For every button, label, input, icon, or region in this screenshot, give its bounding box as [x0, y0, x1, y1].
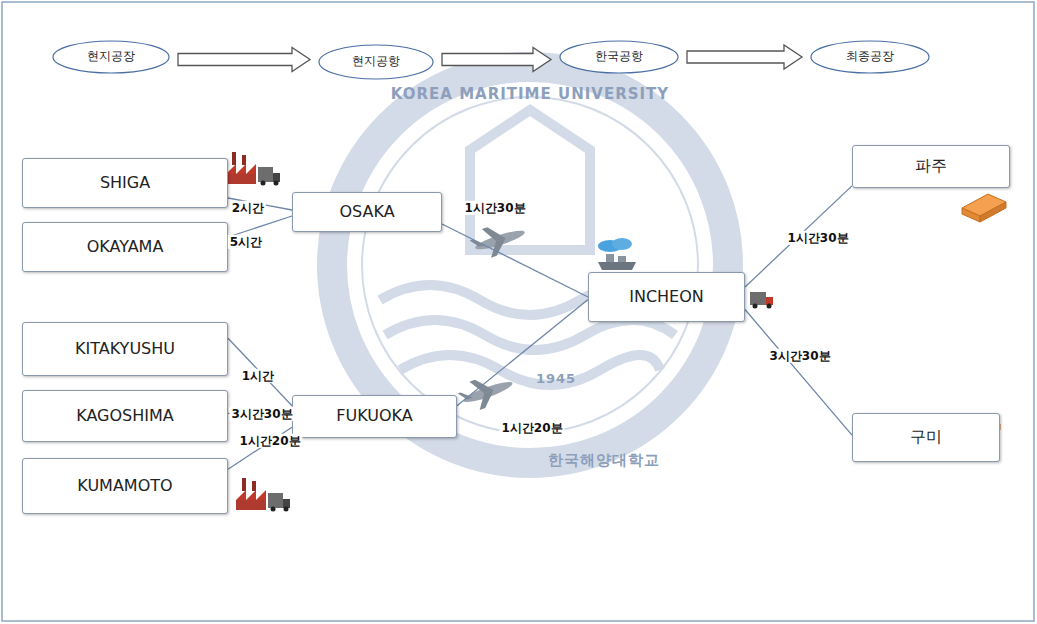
- time-label: 1시간: [240, 369, 276, 383]
- node-text: FUKUOKA: [336, 407, 412, 425]
- truck-icon: [750, 292, 773, 309]
- node-text: OSAKA: [339, 203, 394, 221]
- stage-ellipse: 현지공장: [52, 40, 170, 74]
- stage-ellipse: 한국공항: [559, 40, 679, 74]
- node-text: 현지공장: [87, 50, 135, 64]
- time-label: 5시간: [228, 235, 264, 249]
- watermark-text: KOREA MARITIME UNIVERSITY: [391, 85, 669, 103]
- route-line: [457, 300, 588, 406]
- ellipse-outline: [319, 45, 433, 79]
- stage-ellipse: 현지공항: [318, 44, 434, 80]
- route-line: [442, 224, 588, 297]
- node-text: 최종공장: [846, 50, 894, 64]
- factory-icon: [226, 152, 280, 186]
- location-box: SHIGA: [22, 158, 228, 208]
- node-text: KAGOSHIMA: [76, 407, 174, 425]
- flow-arrow: [687, 45, 802, 69]
- time-label: 3시간30분: [767, 349, 832, 363]
- time-label: 1시간20분: [237, 434, 302, 448]
- watermark-text: 1945: [536, 371, 576, 386]
- route-line: [745, 310, 852, 436]
- location-box: KITAKYUSHU: [22, 322, 228, 376]
- ellipse-outline: [53, 41, 169, 73]
- time-label: 3시간30분: [229, 407, 294, 421]
- location-box: OKAYAMA: [22, 222, 228, 272]
- flow-arrow: [442, 48, 551, 72]
- node-text: 현지공항: [352, 55, 400, 69]
- route-line: [228, 338, 292, 406]
- location-box: INCHEON: [588, 272, 745, 322]
- node-text: KUMAMOTO: [77, 477, 172, 495]
- ellipse-outline: [811, 41, 929, 73]
- box-icon: [962, 194, 1006, 222]
- time-label: 1시간30분: [462, 201, 527, 215]
- time-label: 1시간20분: [499, 421, 564, 435]
- airplane-icon: [455, 368, 517, 415]
- route-line: [745, 186, 852, 287]
- location-box: 파주: [852, 145, 1010, 188]
- location-box: KAGOSHIMA: [22, 390, 228, 442]
- port-icon: [598, 238, 636, 270]
- node-text: KITAKYUSHU: [75, 340, 175, 358]
- node-text: 한국공항: [595, 50, 643, 64]
- ellipse-outline: [560, 41, 678, 73]
- node-text: 구미: [910, 428, 942, 446]
- time-label: 1시간30분: [785, 231, 850, 245]
- factory-icon: [236, 478, 290, 512]
- node-text: SHIGA: [100, 174, 150, 192]
- location-box: KUMAMOTO: [22, 458, 228, 514]
- airplane-icon: [467, 217, 529, 263]
- flow-arrow: [178, 48, 310, 72]
- location-box: 구미: [852, 413, 1000, 462]
- location-box: FUKUOKA: [292, 395, 457, 438]
- node-text: OKAYAMA: [87, 238, 164, 256]
- time-label: 2시간: [230, 201, 266, 215]
- stage-ellipse: 최종공장: [810, 40, 930, 74]
- node-text: INCHEON: [629, 288, 704, 306]
- node-text: 파주: [915, 157, 947, 175]
- location-box: OSAKA: [292, 192, 442, 232]
- watermark-text: 한국해양대학교: [548, 451, 660, 470]
